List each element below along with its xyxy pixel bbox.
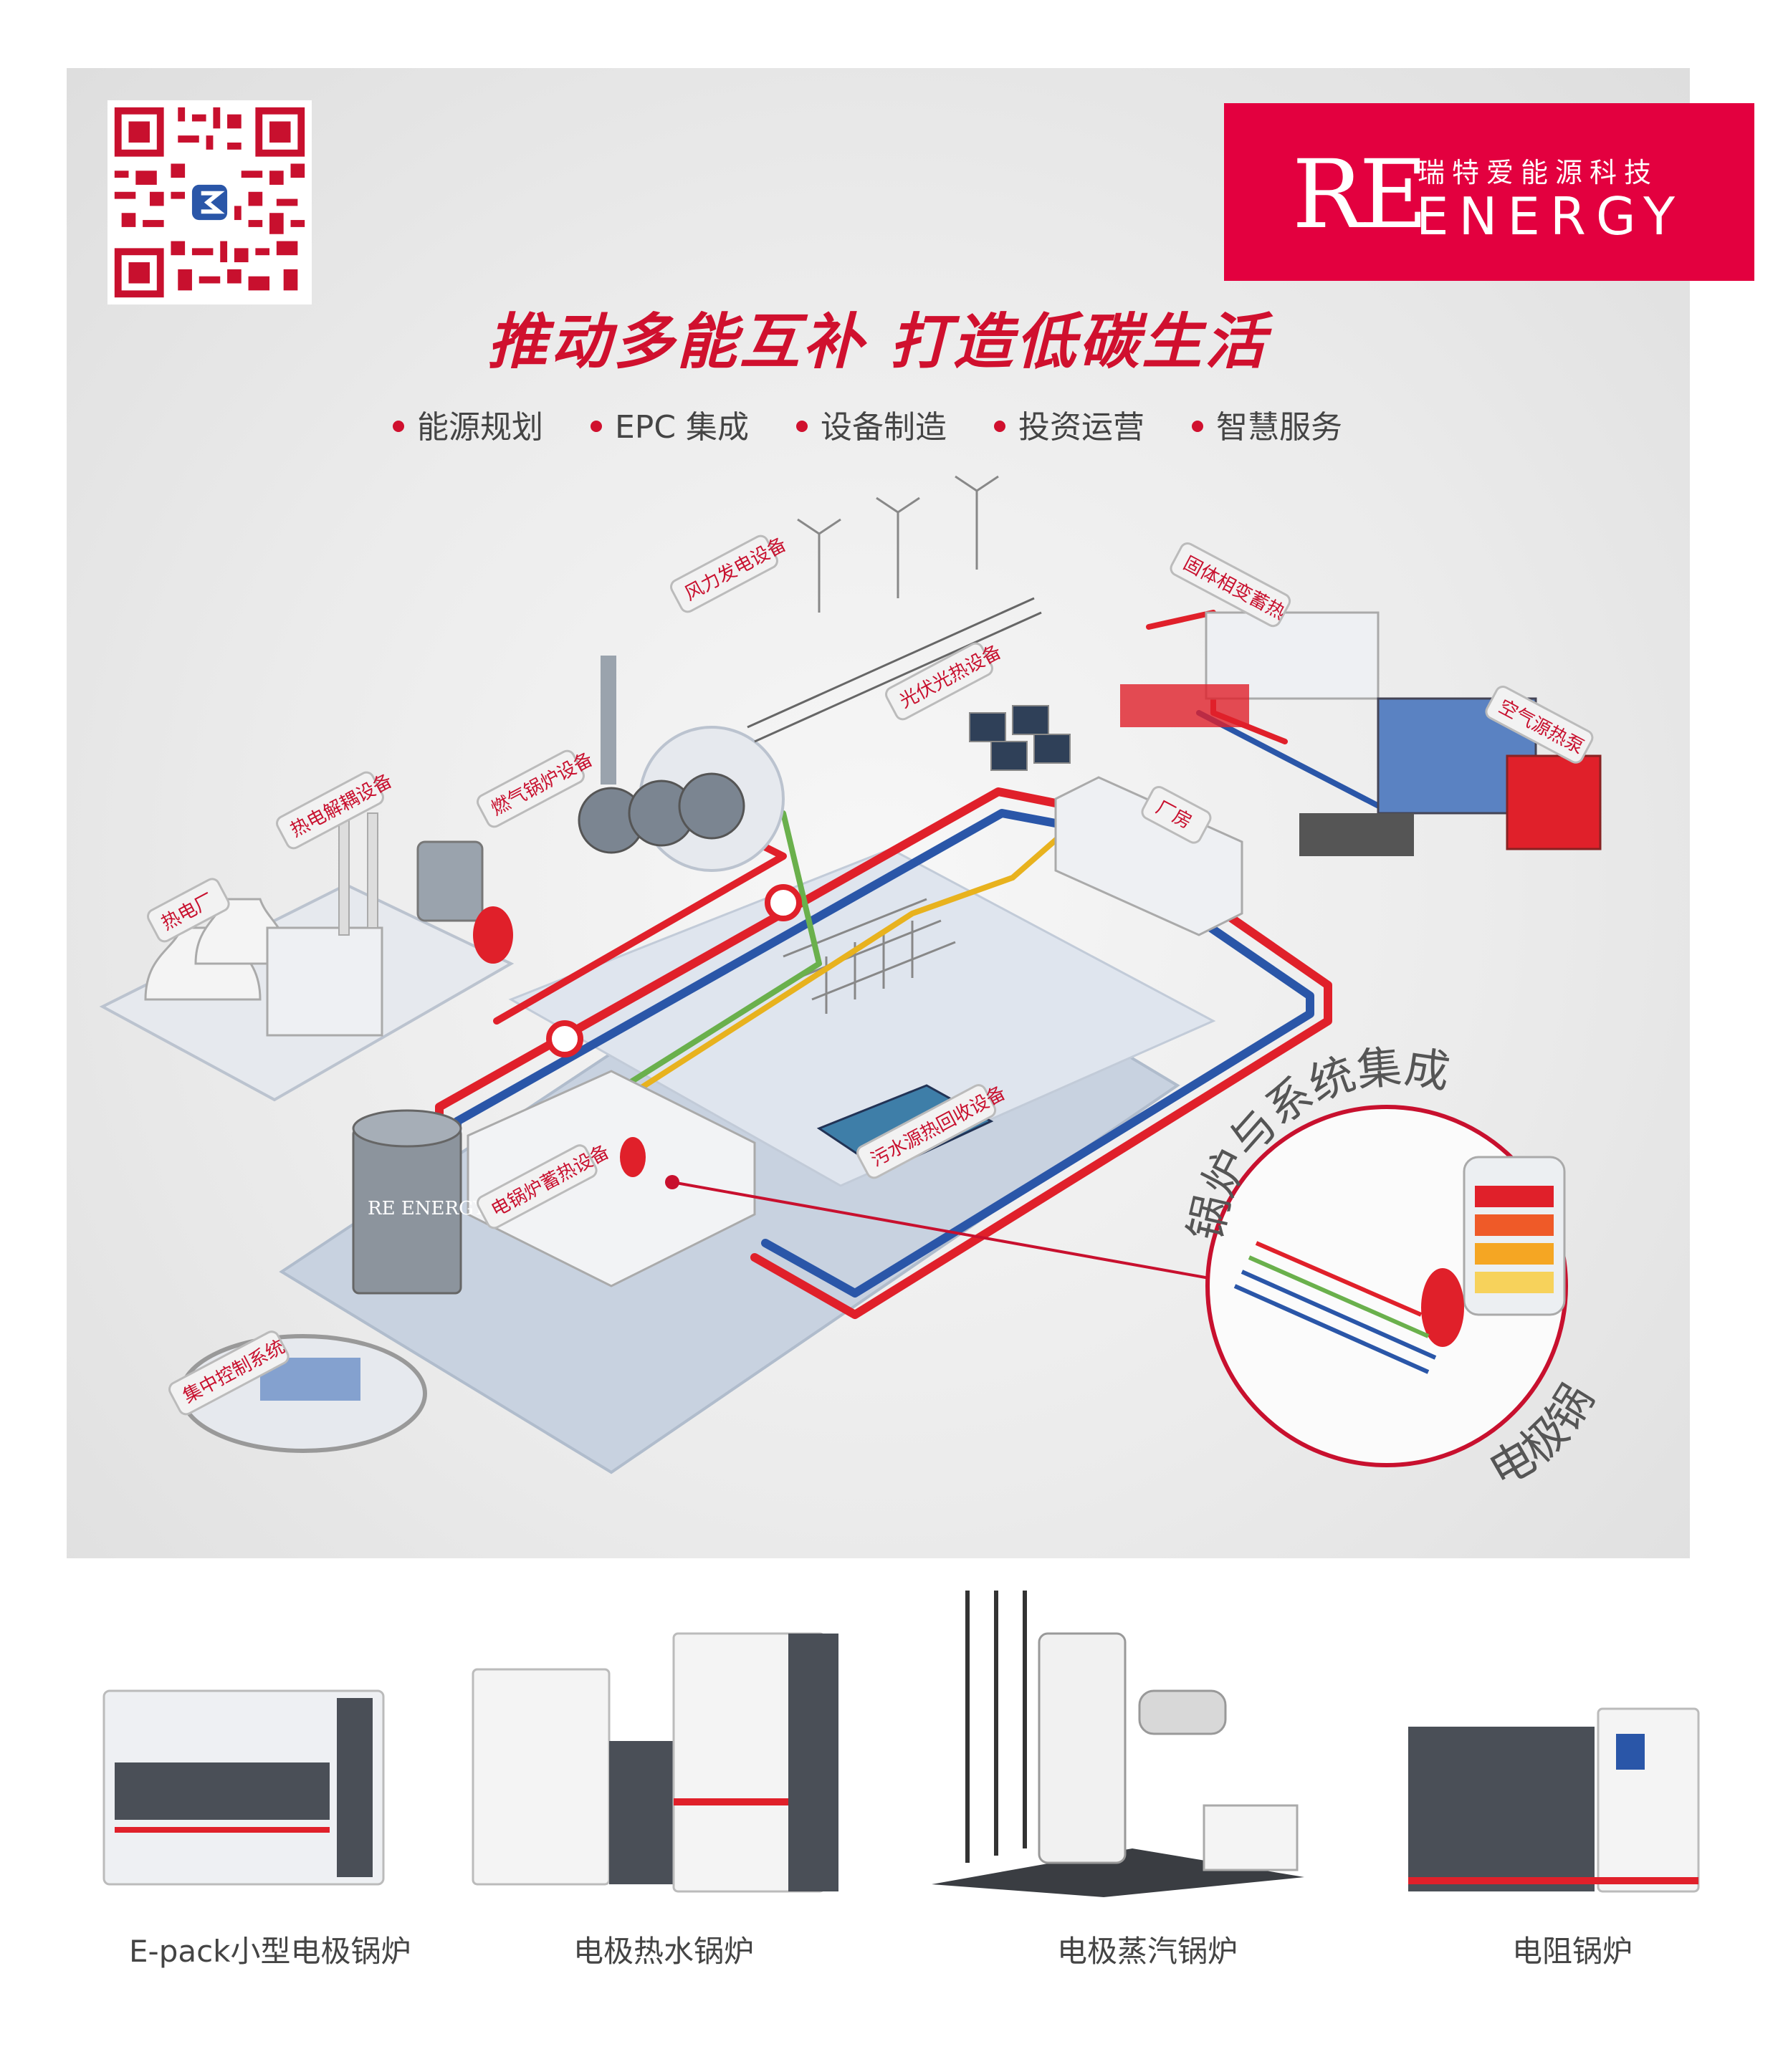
tank-brand-text: RE ENERGY	[368, 1198, 486, 1219]
power-house	[266, 926, 383, 1037]
storage-tank	[416, 840, 484, 922]
service-item: 设备制造	[796, 401, 947, 447]
sign-pv: 光伏光热设备	[885, 641, 1005, 721]
qr-code-icon	[107, 100, 312, 304]
product-label-hot-water: 电极热水锅炉	[573, 1934, 755, 1969]
bullet-icon	[591, 421, 602, 432]
brand-name-en: ENERGY	[1416, 186, 1686, 246]
brand-name-cn: 瑞特爱能源科技	[1418, 157, 1659, 188]
chimney	[367, 812, 378, 929]
brand-mark: RE	[1292, 140, 1428, 250]
building-heatpump-red	[1506, 754, 1602, 850]
product-steam-image	[932, 1591, 1304, 1897]
product-resistance-image	[1408, 1707, 1700, 1893]
storage-silo-top	[352, 1109, 462, 1148]
pipe-green	[565, 810, 822, 1124]
heatpump-modules	[1299, 813, 1414, 856]
red-tank	[473, 906, 513, 964]
product-epack-image	[102, 1689, 385, 1886]
energy-system-illustration: RE ENERGY 锅炉与系统集成 电极锅炉 风力发电设备 固体相变蓄热 光伏光…	[67, 68, 1604, 1497]
pv-panels	[969, 705, 1071, 771]
service-item: 投资运营	[994, 401, 1144, 447]
product-label-resistance: 电阻锅炉	[1512, 1934, 1633, 1969]
callout-pipe-blue	[1233, 1270, 1437, 1374]
tank-layer-orange	[1475, 1214, 1554, 1236]
tank-layer-yellow	[1475, 1272, 1554, 1293]
plant-platform-inner	[508, 848, 1216, 1187]
callout-pipe-red	[1255, 1241, 1423, 1317]
gas-boiler-unit	[678, 772, 745, 840]
factory-building	[1054, 776, 1243, 936]
product-label-steam: 电极蒸汽锅炉	[1057, 1934, 1238, 1969]
bullet-icon	[393, 421, 404, 432]
service-item: 智慧服务	[1192, 401, 1342, 447]
sign-wind: 风力发电设备	[670, 534, 790, 613]
callout-pipe-green	[1248, 1255, 1430, 1338]
storage-modules	[1120, 684, 1249, 727]
electric-boiler-building	[467, 1070, 756, 1287]
bullet-icon	[994, 421, 1006, 432]
sign-chp-decouple: 热电解耦设备	[276, 770, 396, 850]
wind-turbines	[747, 475, 1042, 743]
service-item: 能源规划	[393, 401, 543, 447]
brand-logo: RE 瑞特爱能源科技 ENERGY	[1224, 103, 1754, 281]
service-list: 能源规划 EPC 集成 设备制造 投资运营 智慧服务	[393, 401, 1380, 447]
gas-chimney	[601, 656, 616, 785]
junction-ring	[546, 1020, 583, 1057]
headline: 推动多能互补 打造低碳生活	[487, 307, 1268, 377]
junction-ring	[765, 884, 802, 921]
service-item: EPC 集成	[591, 401, 749, 447]
callout-electrode-boiler	[1421, 1268, 1464, 1347]
tank-layer-red	[1475, 1186, 1554, 1207]
product-hot-water-image	[472, 1632, 838, 1893]
bullet-icon	[1192, 421, 1204, 432]
callout-leader-line	[671, 1181, 1214, 1280]
chimney	[338, 820, 350, 936]
tank-layer-amber	[1475, 1243, 1554, 1265]
electric-boiler-tank	[620, 1137, 646, 1177]
bullet-icon	[796, 421, 808, 432]
product-label-epack: E-pack小型电极锅炉	[129, 1934, 411, 1969]
